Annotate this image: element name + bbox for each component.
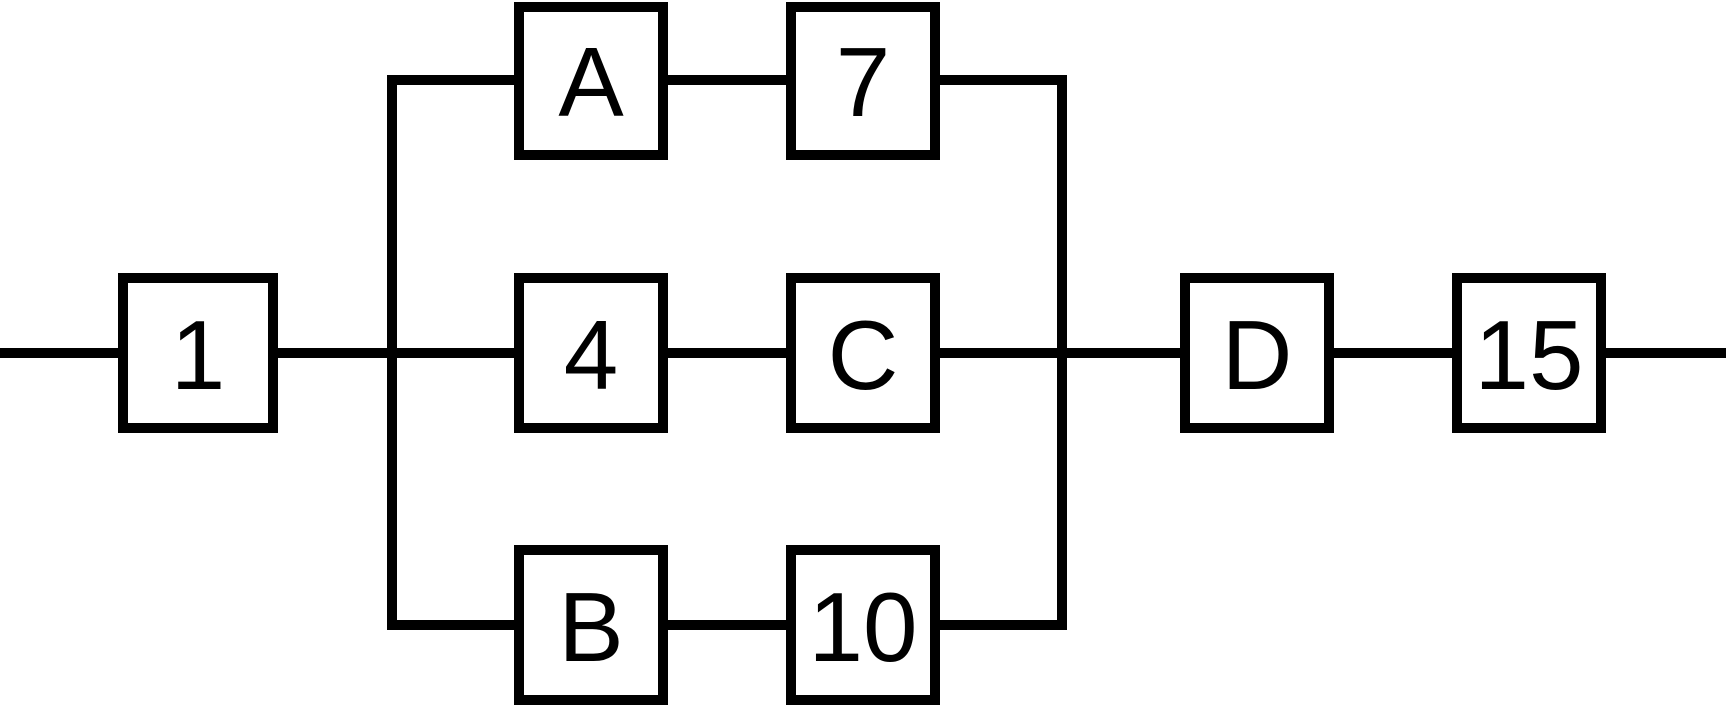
block-bottom-second: 10 — [786, 545, 940, 705]
block-top-second-box — [786, 2, 940, 160]
block-middle-second-box — [786, 273, 940, 433]
block-top-first-label: A — [558, 27, 624, 137]
block-input-label: 1 — [171, 300, 226, 410]
block-bottom-second-box — [786, 545, 940, 705]
block-output-first-box — [1180, 273, 1334, 433]
block-middle-second-label: C — [828, 300, 899, 410]
block-output-first: D — [1180, 273, 1334, 433]
block-bottom-first-label: B — [558, 572, 623, 682]
block-output-first-label: D — [1222, 300, 1293, 410]
block-middle-first: 4 — [514, 273, 668, 433]
block-input-box — [118, 273, 278, 433]
connection-lines — [0, 75, 1726, 630]
block-top-first-box — [514, 2, 668, 160]
block-input: 1 — [118, 273, 278, 433]
block-bottom-first: B — [514, 545, 668, 705]
block-output-second-box — [1452, 273, 1606, 433]
block-top-second-label: 7 — [836, 27, 891, 137]
block-middle-second: C — [786, 273, 940, 433]
block-middle-first-box — [514, 273, 668, 433]
block-bottom-second-label: 10 — [808, 572, 917, 682]
block-top-second: 7 — [786, 2, 940, 160]
block-output-second: 15 — [1452, 273, 1606, 433]
block-output-second-label: 15 — [1474, 300, 1583, 410]
block-top-first: A — [514, 2, 668, 160]
block-middle-first-label: 4 — [564, 300, 619, 410]
block-bottom-first-box — [514, 545, 668, 705]
